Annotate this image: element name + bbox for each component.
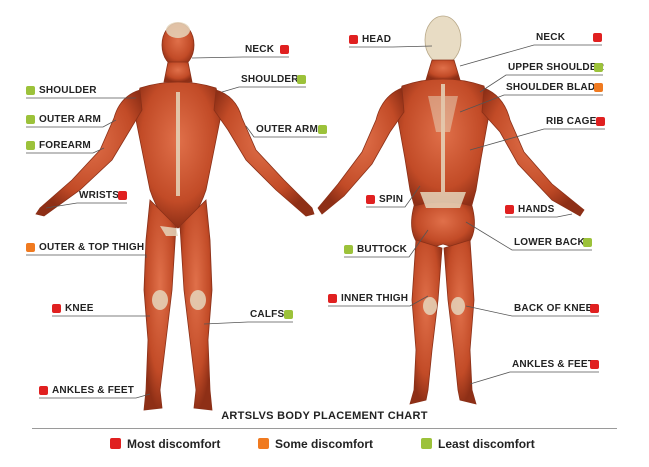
legend-some: Some discomfort: [258, 437, 373, 451]
back-label-1: NECK: [536, 32, 565, 44]
back-marker-1: [593, 33, 602, 42]
legend-least-swatch: [421, 438, 432, 449]
front-label-0: NECK: [245, 44, 274, 56]
divider: [32, 428, 617, 429]
front-right-arm: [214, 90, 314, 216]
legend-most-label: Most discomfort: [127, 437, 220, 451]
back-left-leg: [410, 240, 442, 404]
front-label-2: SHOULDER: [241, 74, 299, 86]
back-label-10: BACK OF KNEE: [514, 303, 593, 315]
front-label-3: OUTER ARM: [39, 114, 101, 126]
back-leader-4: [470, 129, 605, 150]
legend-most-swatch: [110, 438, 121, 449]
back-right-arm: [482, 88, 584, 216]
back-leader-11: [470, 372, 599, 384]
back-label-11: ANKLES & FEET: [512, 359, 594, 371]
back-marker-7: [344, 245, 353, 254]
front-marker-4: [318, 125, 327, 134]
front-label-9: CALFS: [250, 309, 284, 321]
back-label-3: SHOULDER BLADE: [506, 82, 602, 94]
back-marker-0: [349, 35, 358, 44]
back-marker-6: [505, 205, 514, 214]
back-label-7: BUTTOCK: [357, 244, 407, 256]
front-leader-7: [26, 255, 146, 258]
back-marker-4: [596, 117, 605, 126]
front-marker-6: [118, 191, 127, 200]
back-label-2: UPPER SHOULDER: [508, 62, 604, 74]
back-marker-11: [590, 360, 599, 369]
legend-most: Most discomfort: [110, 437, 220, 451]
back-label-6: HANDS: [518, 204, 555, 216]
legend-some-swatch: [258, 438, 269, 449]
back-leader-0: [349, 46, 432, 47]
front-leader-2: [222, 87, 306, 92]
front-label-6: WRISTS: [79, 190, 119, 202]
back-marker-8: [583, 238, 592, 247]
front-marker-9: [284, 310, 293, 319]
back-right-leg: [444, 240, 476, 404]
front-marker-8: [52, 304, 61, 313]
back-marker-5: [366, 195, 375, 204]
back-label-0: HEAD: [362, 34, 391, 46]
front-leader-0: [192, 57, 289, 58]
front-marker-7: [26, 243, 35, 252]
back-label-5: SPIN: [379, 194, 403, 206]
legend-least-label: Least discomfort: [438, 437, 535, 451]
back-neck: [426, 60, 460, 80]
back-marker-2: [594, 63, 603, 72]
front-marker-5: [26, 141, 35, 150]
front-marker-10: [39, 386, 48, 395]
back-marker-9: [328, 294, 337, 303]
front-marker-0: [280, 45, 289, 54]
chart-title: ARTSLVS BODY PLACEMENT CHART: [0, 410, 649, 422]
legend-least: Least discomfort: [421, 437, 535, 451]
back-label-9: INNER THIGH: [341, 293, 408, 305]
front-marker-3: [26, 115, 35, 124]
front-label-5: FOREARM: [39, 140, 91, 152]
back-label-8: LOWER BACK: [514, 237, 585, 249]
back-label-4: RIB CAGE: [546, 116, 597, 128]
back-marker-3: [594, 83, 603, 92]
front-label-4: OUTER ARM: [256, 124, 318, 136]
back-head: [425, 16, 461, 64]
front-neck: [164, 62, 192, 82]
front-label-8: KNEE: [65, 303, 94, 315]
front-leader-9: [204, 322, 293, 324]
legend-some-label: Some discomfort: [275, 437, 373, 451]
front-marker-2: [297, 75, 306, 84]
back-marker-10: [590, 304, 599, 313]
leader-lines: [26, 45, 605, 398]
front-marker-1: [26, 86, 35, 95]
front-label-10: ANKLES & FEET: [52, 385, 134, 397]
front-label-7: OUTER & TOP THIGH: [39, 242, 144, 254]
front-label-1: SHOULDER: [39, 85, 97, 97]
